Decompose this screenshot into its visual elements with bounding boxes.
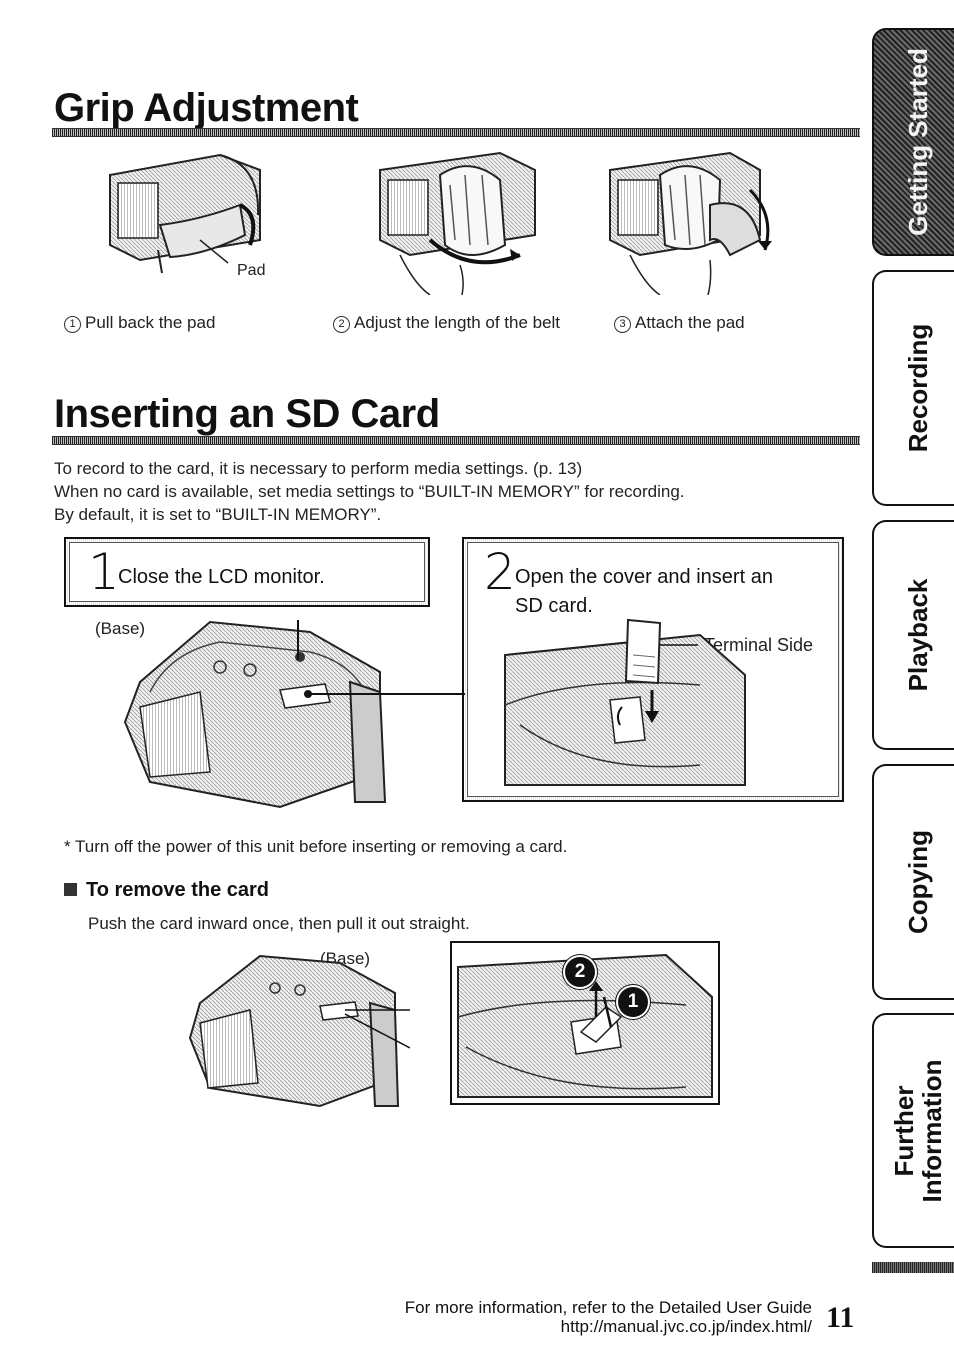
grip-step3-illustration xyxy=(609,151,772,295)
tab-further-line1: Further xyxy=(889,1085,919,1176)
page-number: 11 xyxy=(826,1301,855,1334)
footer-url-link[interactable]: http://manual.jvc.co.jp/index.html/ xyxy=(560,1317,812,1336)
sd-slot-illustration xyxy=(504,618,746,786)
section-bullet-icon xyxy=(64,883,77,896)
remove-card-heading: To remove the card xyxy=(86,879,270,901)
grip-step1-illustration xyxy=(109,153,261,274)
step2-text-line1: Open the cover and insert an xyxy=(515,566,773,588)
sd-intro: To record to the card, it is necessary t… xyxy=(54,457,854,526)
step-number-circle: 1 xyxy=(64,316,81,333)
grip-step1-text: Pull back the pad xyxy=(85,313,216,332)
grip-step2-illustration xyxy=(379,151,536,295)
footer-info: For more information, refer to the Detai… xyxy=(330,1298,812,1336)
step1-box: 1 Close the LCD monitor. xyxy=(64,537,430,607)
power-off-note: * Turn off the power of this unit before… xyxy=(64,837,568,856)
grip-step3-text: Attach the pad xyxy=(635,313,745,332)
step-number-circle: 2 xyxy=(333,316,350,333)
sd-card-title: Inserting an SD Card xyxy=(54,392,440,436)
grip-step2-text: Adjust the length of the belt xyxy=(354,313,561,332)
marker-1-icon: 1 xyxy=(618,987,648,1017)
tab-getting-started-label: Getting Started xyxy=(903,48,933,236)
sd-intro-line: By default, it is set to “BUILT-IN MEMOR… xyxy=(54,505,382,524)
tab-further-information-label: Further Information xyxy=(889,1059,947,1202)
terminal-side-label: Terminal Side xyxy=(704,635,814,655)
pad-label: Pad xyxy=(237,262,266,279)
remove-camera-illustration xyxy=(188,954,410,1108)
step2-text-line2: SD card. xyxy=(515,595,593,617)
sd-intro-line: To record to the card, it is necessary t… xyxy=(54,459,583,478)
tab-recording-label: Recording xyxy=(903,323,933,453)
step1-text: Close the LCD monitor. xyxy=(118,566,325,588)
footer-line1: For more information, refer to the Detai… xyxy=(404,1298,812,1317)
remove-card-text: Push the card inward once, then pull it … xyxy=(88,914,470,933)
remove-slot-illustration xyxy=(457,953,713,1098)
tab-recording[interactable]: Recording xyxy=(872,270,954,506)
tab-playback[interactable]: Playback xyxy=(872,520,954,750)
marker-2-icon: 2 xyxy=(565,957,595,987)
sd-intro-line: When no card is available, set media set… xyxy=(54,482,685,501)
step-number-circle: 3 xyxy=(614,316,631,333)
grip-adjustment-title: Grip Adjustment xyxy=(54,86,359,130)
tab-edge-marker xyxy=(872,1262,954,1273)
tab-further-information[interactable]: Further Information xyxy=(872,1013,954,1248)
camera-base-illustration xyxy=(123,620,465,809)
base-label: (Base) xyxy=(95,619,146,638)
tab-copying[interactable]: Copying xyxy=(872,764,954,1000)
tab-further-line2: Information xyxy=(917,1059,947,1202)
tab-playback-label: Playback xyxy=(903,578,933,692)
step1-number: 1 xyxy=(88,543,120,601)
step1-box-inner: 1 Close the LCD monitor. xyxy=(69,542,425,602)
grip-title-rule xyxy=(52,128,860,137)
tab-copying-label: Copying xyxy=(903,830,933,934)
remove-zoom-box: 2 1 xyxy=(450,941,720,1105)
step2-number: 2 xyxy=(484,543,516,601)
tab-getting-started[interactable]: Getting Started xyxy=(872,28,954,256)
sd-title-rule xyxy=(52,436,860,445)
